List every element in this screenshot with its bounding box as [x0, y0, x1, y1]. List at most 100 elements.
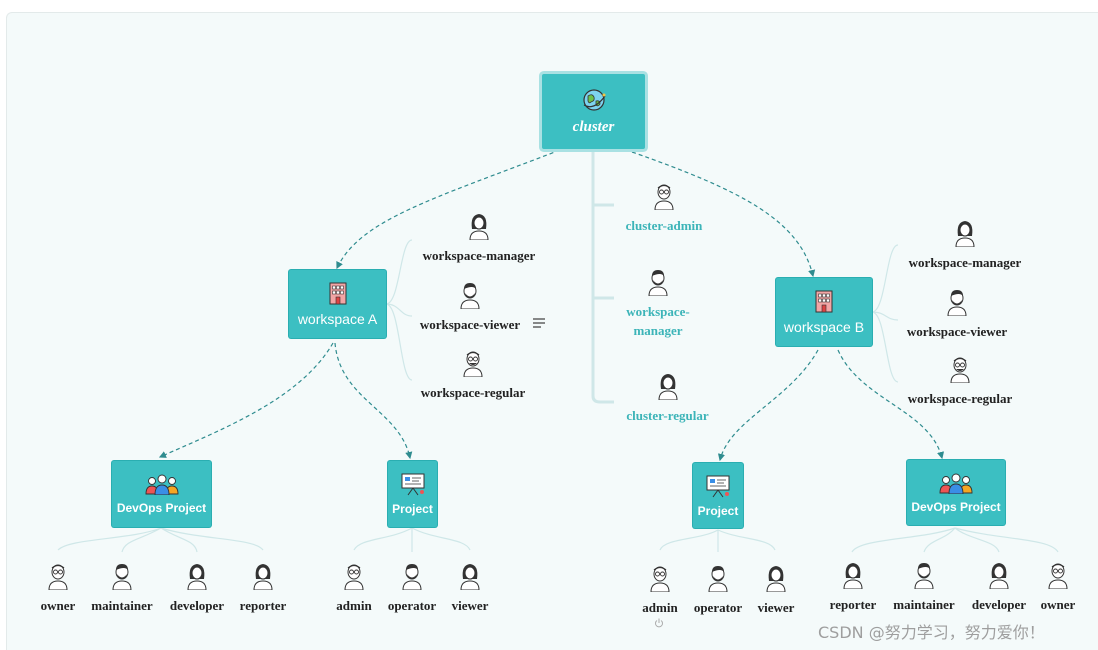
role-label: workspace-regular [420, 385, 526, 400]
role-label: viewer [757, 600, 795, 615]
workspace-a-node[interactable]: workspace A [289, 270, 386, 338]
project-a-label: Project [392, 502, 433, 516]
role-devops-b-reporter[interactable]: reporter [824, 561, 882, 614]
role-ws-a-manager[interactable]: workspace-manager [414, 212, 544, 265]
role-devops-a-developer[interactable]: developer [164, 562, 230, 615]
branch-devops-b-roles [851, 527, 1059, 553]
role-label: reporter [239, 598, 287, 613]
connector-ws-b-to-devops [837, 349, 945, 460]
role-label: owner [40, 598, 76, 613]
man-glasses-avatar-icon [654, 184, 674, 210]
role-devops-b-owner[interactable]: owner [1036, 561, 1080, 614]
woman-avatar-icon [657, 374, 678, 400]
role-label: maintainer [91, 598, 153, 613]
woman-avatar-icon [253, 564, 273, 590]
role-label: operator [387, 598, 437, 613]
man-glasses-avatar-icon [950, 357, 970, 383]
woman-avatar-icon [469, 214, 489, 240]
cluster-node[interactable]: cluster [542, 74, 645, 149]
project-b-label: Project [697, 503, 739, 518]
presentation-icon [401, 473, 424, 496]
role-project-b-operator[interactable]: operator [688, 564, 748, 617]
connector-ws-b-to-project [717, 349, 819, 462]
man-beard-avatar-icon [402, 564, 422, 590]
devops-project-b-node[interactable]: DevOps Project [907, 460, 1005, 525]
role-devops-b-developer[interactable]: developer [966, 561, 1032, 614]
workspace-b-node[interactable]: workspace B [776, 278, 872, 346]
role-label: viewer [451, 598, 489, 613]
role-label: workspace-regular [907, 391, 1013, 406]
role-label: developer [169, 598, 225, 613]
branch-devops-a-roles [57, 527, 264, 553]
role-devops-b-maintainer[interactable]: maintainer [888, 561, 960, 614]
building-icon [329, 282, 346, 305]
connector-ws-a-to-project [334, 342, 413, 460]
woman-avatar-icon [955, 221, 975, 247]
man-beard-avatar-icon [947, 290, 967, 316]
role-cluster-regular[interactable]: cluster-regular [620, 372, 715, 425]
connector-cluster-to-workspace-a [336, 149, 561, 270]
role-project-b-admin[interactable]: admin [638, 564, 682, 617]
role-ws-b-viewer[interactable]: workspace-viewer [900, 288, 1014, 341]
role-devops-a-maintainer[interactable]: maintainer [86, 562, 158, 615]
workspace-b-label: workspace B [783, 319, 865, 335]
devops-a-label: DevOps Project [116, 501, 207, 515]
menu-icon[interactable] [533, 318, 545, 328]
role-label: workspace-manager [908, 255, 1022, 270]
role-project-b-viewer[interactable]: viewer [752, 564, 800, 617]
devops-project-a-node[interactable]: DevOps Project [112, 461, 211, 527]
man-glasses-avatar-icon [1048, 563, 1068, 589]
role-label: owner [1040, 597, 1076, 612]
role-label: admin [336, 598, 372, 613]
role-ws-b-regular[interactable]: workspace-regular [900, 355, 1020, 408]
woman-avatar-icon [843, 563, 863, 589]
role-label: maintainer [893, 597, 955, 612]
branch-ws-b-roles [871, 244, 899, 383]
globe-icon [582, 89, 605, 111]
woman-avatar-icon [989, 563, 1009, 589]
role-project-a-admin[interactable]: admin [332, 562, 376, 615]
man-glasses-avatar-icon [48, 564, 68, 590]
role-label: workspace-manager [422, 248, 536, 263]
role-devops-a-owner[interactable]: owner [36, 562, 80, 615]
role-label: admin [642, 600, 678, 615]
role-devops-a-reporter[interactable]: reporter [234, 562, 292, 615]
role-project-a-viewer[interactable]: viewer [446, 562, 494, 615]
branch-cluster-roles [591, 150, 614, 404]
man-glasses-avatar-icon [650, 566, 670, 592]
man-beard-avatar-icon [112, 564, 132, 590]
woman-avatar-icon [766, 566, 786, 592]
role-label: developer [971, 597, 1027, 612]
branch-project-b-roles [659, 529, 776, 552]
role-label: cluster-admin [625, 218, 703, 233]
building-icon [815, 290, 833, 313]
role-ws-a-viewer[interactable]: workspace-viewer [414, 281, 526, 334]
role-label: reporter [829, 597, 877, 612]
role-ws-b-manager[interactable]: workspace-manager [900, 219, 1030, 272]
role-cluster-workspace-manager[interactable]: workspace-manager [618, 268, 698, 340]
role-label: workspace-manager [626, 304, 690, 338]
role-project-a-operator[interactable]: operator [382, 562, 442, 615]
role-label: cluster-regular [626, 408, 709, 423]
project-b-node[interactable]: Project [693, 463, 743, 528]
woman-avatar-icon [460, 564, 480, 590]
cluster-label: cluster [572, 119, 615, 135]
watermark: CSDN @努力学习，努力爱你！ [818, 623, 1045, 642]
power-icon[interactable] [654, 618, 664, 628]
role-label: workspace-viewer [419, 317, 521, 332]
man-glasses-avatar-icon [463, 351, 483, 377]
team-icon [145, 474, 178, 495]
branch-project-a-roles [353, 527, 471, 552]
project-a-node[interactable]: Project [388, 461, 437, 527]
team-icon [939, 473, 973, 494]
connector-ws-a-to-devops [158, 342, 334, 458]
workspace-a-label: workspace A [297, 311, 378, 327]
man-beard-avatar-icon [914, 563, 934, 589]
role-label: operator [693, 600, 743, 615]
presentation-icon [706, 475, 730, 497]
role-label: workspace-viewer [906, 324, 1008, 339]
role-ws-a-regular[interactable]: workspace-regular [414, 349, 532, 402]
role-cluster-admin[interactable]: cluster-admin [620, 182, 708, 235]
man-glasses-avatar-icon [344, 564, 364, 590]
